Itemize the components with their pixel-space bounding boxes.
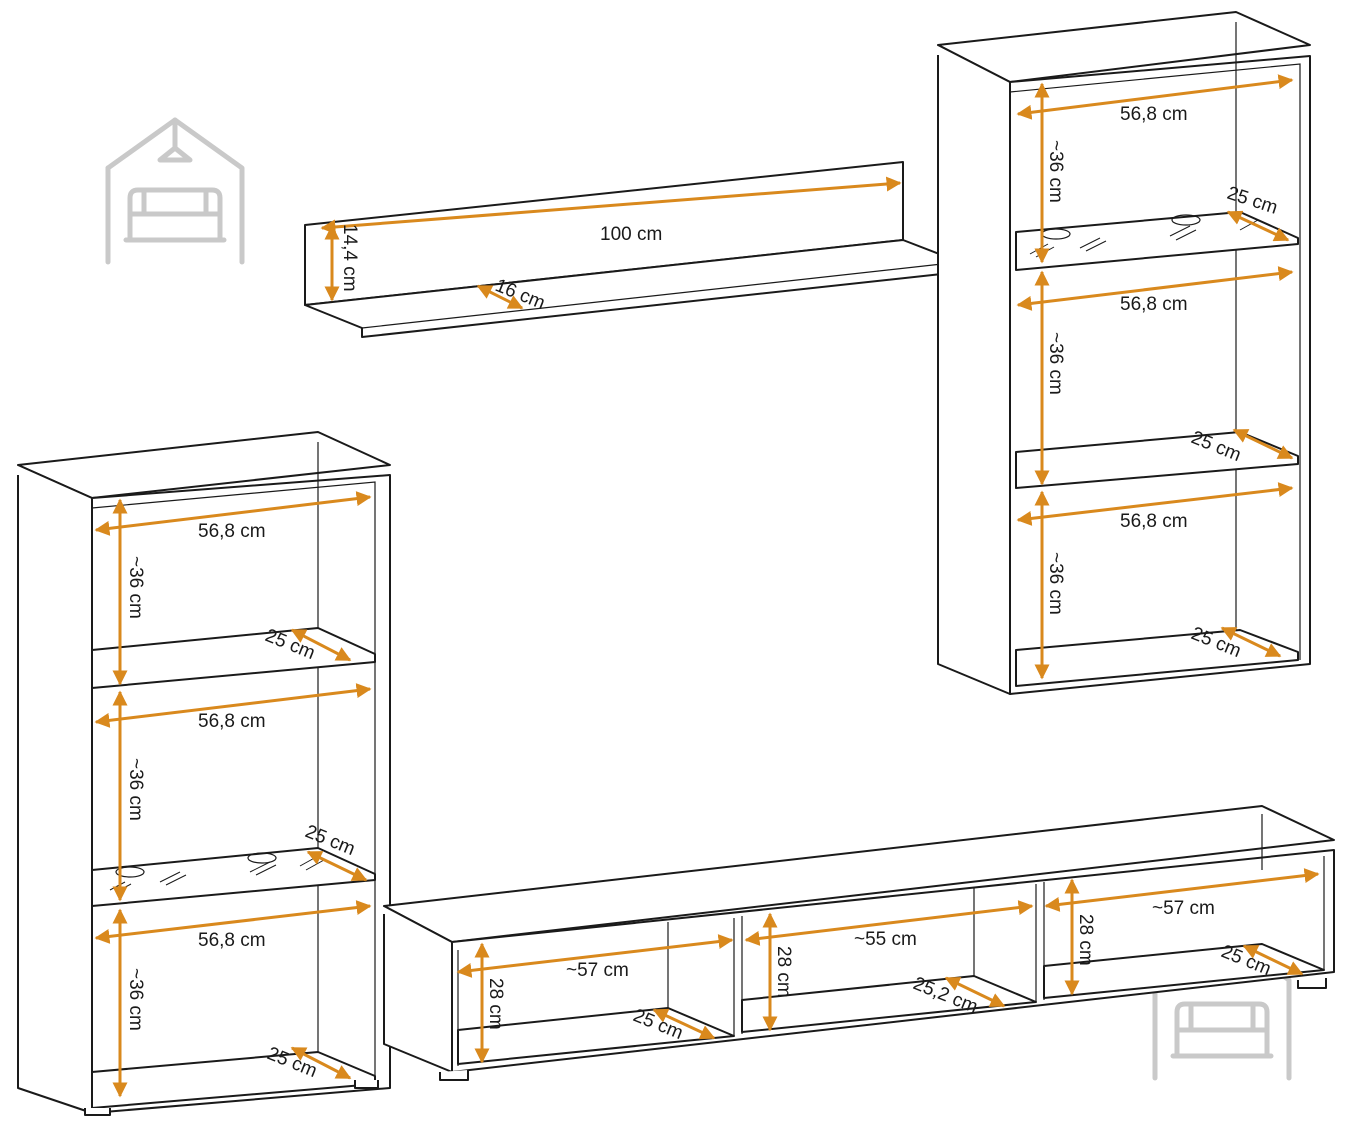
tv-left-width-label: ~57 cm xyxy=(566,960,629,981)
shelf-depth-dimension xyxy=(476,284,524,310)
shelf-width-label: 100 cm xyxy=(600,224,662,245)
hanging-cabinet-right: 56,8 cm ~36 cm 25 cm 56,8 cm ~36 cm 25 c… xyxy=(937,11,1311,695)
tv-middle-height-label: 28 cm xyxy=(773,946,794,998)
tv-stand: ~57 cm 28 cm 25 cm ~55 cm 28 cm 25,2 cm … xyxy=(383,805,1335,1081)
left-bottom-height-label: ~36 cm xyxy=(125,968,146,1031)
tv-middle-width-label: ~55 cm xyxy=(854,929,917,950)
right-bottom-depth-dimension xyxy=(1220,626,1282,658)
tall-cabinet-left: 56,8 cm ~36 cm 25 cm 56,8 cm ~36 cm 25 c… xyxy=(17,431,391,1116)
left-top-width-dimension xyxy=(94,491,372,536)
shelf-width-dimension xyxy=(320,176,902,235)
shelf-height-label: 14,4 cm xyxy=(339,224,360,292)
right-top-width-label: 56,8 cm xyxy=(1120,104,1188,125)
left-middle-width-dimension xyxy=(94,683,372,728)
left-shelf-depth-dimension xyxy=(290,628,352,662)
right-bottom-width-dimension xyxy=(1016,482,1294,526)
left-bottom-width-label: 56,8 cm xyxy=(198,930,266,951)
house-with-sofa-icon xyxy=(105,117,245,265)
left-middle-height-label: ~36 cm xyxy=(125,758,146,821)
left-top-width-label: 56,8 cm xyxy=(198,521,266,542)
tv-left-width-dimension xyxy=(456,934,734,978)
right-middle-width-label: 56,8 cm xyxy=(1120,294,1188,315)
right-bottom-width-label: 56,8 cm xyxy=(1120,511,1188,532)
tv-middle-width-dimension xyxy=(744,900,1034,946)
wall-shelf: 100 cm 14,4 cm 16 cm xyxy=(304,161,961,338)
left-bottom-depth-dimension xyxy=(290,1046,352,1080)
left-middle-width-label: 56,8 cm xyxy=(198,711,266,732)
right-shelf-depth-dimension xyxy=(1232,428,1294,460)
tv-left-depth-dimension xyxy=(652,1008,716,1040)
right-bottom-height-label: ~36 cm xyxy=(1045,552,1066,615)
tv-right-height-label: 28 cm xyxy=(1075,914,1096,966)
right-glass-depth-dimension xyxy=(1226,210,1290,242)
tv-right-depth-dimension xyxy=(1242,944,1304,976)
tv-left-height-label: 28 cm xyxy=(485,978,506,1030)
tv-right-width-label: ~57 cm xyxy=(1152,898,1215,919)
right-middle-height-label: ~36 cm xyxy=(1045,332,1066,395)
tv-middle-depth-dimension xyxy=(944,976,1006,1008)
tv-right-width-dimension xyxy=(1044,868,1320,912)
left-bottom-width-dimension xyxy=(94,900,372,944)
left-top-height-label: ~36 cm xyxy=(125,556,146,619)
right-top-height-label: ~36 cm xyxy=(1045,140,1066,203)
left-glass-depth-dimension xyxy=(306,850,368,882)
right-top-width-dimension xyxy=(1016,74,1294,120)
right-middle-width-dimension xyxy=(1016,266,1294,311)
